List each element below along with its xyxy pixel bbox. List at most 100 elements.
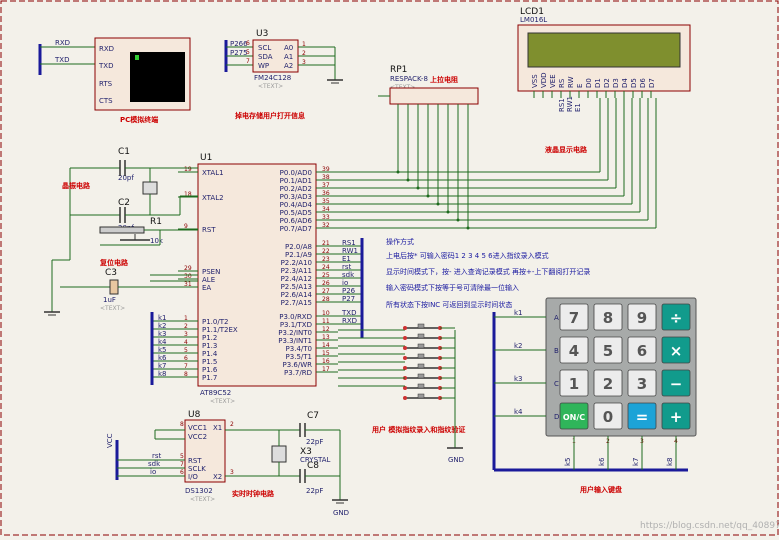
fingerprint-button[interactable]	[403, 343, 455, 350]
u1-pin-num: 7	[184, 363, 188, 370]
u1-pin-num: 13	[322, 334, 330, 341]
svg-text:3: 3	[302, 59, 306, 66]
u1-pin-label: EA	[202, 284, 211, 292]
oscillator-circuit[interactable]: C1 20pf C2 20pf 晶振电路	[62, 147, 198, 260]
svg-text:<TEXT>: <TEXT>	[258, 83, 283, 90]
keypad-col-net: k7	[632, 457, 640, 466]
svg-text:5: 5	[180, 453, 184, 460]
u1-pin-label: P2.6/A14	[281, 291, 313, 299]
svg-text:I/O: I/O	[188, 473, 198, 481]
keypad-key[interactable]: 8	[593, 303, 623, 331]
lcd-pin-label: RW	[567, 76, 575, 88]
svg-text:RW1: RW1	[566, 96, 574, 112]
fingerprint-button[interactable]	[403, 363, 455, 370]
reset-caption: 复位电路	[99, 258, 129, 267]
u1-pin-num: 12	[322, 326, 330, 333]
u3-eeprom[interactable]: P266 P275 6 5 7 U3 SCL SDA WP A0 A1 A2 1…	[224, 29, 343, 120]
keypad-key-label: 5	[603, 342, 613, 360]
u1-pin-num: 14	[322, 342, 330, 349]
svg-text:7: 7	[180, 461, 184, 468]
keypad-key[interactable]: 7	[559, 303, 589, 331]
keypad-key[interactable]: 6	[627, 336, 657, 364]
u1-pin-num: 17	[322, 366, 330, 373]
keypad-key[interactable]: =	[627, 402, 657, 430]
fingerprint-button[interactable]	[403, 333, 455, 340]
lcd-pin-label: VEE	[549, 74, 557, 88]
u1-pin-label: P3.3/INT1	[278, 337, 312, 345]
u1-pin-num: 26	[322, 280, 330, 287]
u1-ref: U1	[200, 153, 212, 163]
c3-ref: C3	[105, 268, 117, 278]
u3-body	[252, 39, 299, 73]
rp1-resistor-pack[interactable]: RP1 RESPACK-8 <TEXT> 上拉电阻	[378, 65, 479, 105]
keypad-key[interactable]: +	[661, 402, 691, 430]
keypad-key[interactable]: 9	[627, 303, 657, 331]
pc-terminal[interactable]: RXD TXD RXD TXD RTS CTS PC模拟终端	[38, 37, 191, 124]
keypad-key-label: −	[670, 375, 683, 393]
u3-net-p275: P275	[230, 49, 248, 57]
fingerprint-buttons[interactable]: 用户 模拟指纹录入和指纹验证 GND	[338, 323, 465, 464]
keypad-key[interactable]: ×	[661, 336, 691, 364]
svg-text:io: io	[150, 468, 156, 476]
keypad-row-label: A	[554, 314, 559, 322]
keypad-key[interactable]: 5	[593, 336, 623, 364]
u8-part: DS1302	[185, 487, 213, 495]
p1-net-label: k1	[158, 314, 167, 322]
p1-net-label: k2	[158, 322, 167, 330]
u1-pin-label: P2.2/A10	[281, 259, 312, 267]
c7-ref: C7	[307, 411, 319, 421]
lcd-ref: LCD1	[520, 7, 544, 17]
svg-text:SDA: SDA	[258, 53, 273, 61]
u1-pin-num: 35	[322, 198, 330, 205]
fingerprint-button[interactable]	[403, 383, 455, 390]
fingerprint-button[interactable]	[403, 353, 455, 360]
p2-net-label: sdk	[342, 271, 355, 279]
u1-pin-num: 10	[322, 310, 330, 317]
u1-pin-label: P1.6	[202, 366, 218, 374]
svg-text:X2: X2	[213, 473, 222, 481]
keypad-caption: 用户输入键盘	[580, 485, 622, 494]
lcd-pin-label: D1	[594, 78, 602, 88]
keypad-key-label: 7	[569, 309, 579, 327]
svg-text:SCL: SCL	[258, 44, 271, 52]
keypad-key-label: =	[636, 408, 649, 426]
u1-pin-num: 25	[322, 272, 330, 279]
p2-net-label: P27	[342, 295, 355, 303]
u1-pin-label: P2.0/A8	[285, 243, 312, 251]
svg-text:1uF: 1uF	[103, 296, 116, 304]
u1-pin-num: 6	[184, 355, 188, 362]
p2-net-label: RS1	[342, 239, 356, 247]
svg-text:<TEXT>: <TEXT>	[210, 398, 235, 405]
u1-pin-num: 38	[322, 174, 330, 181]
keypad-key[interactable]: ÷	[661, 303, 691, 331]
keypad-key[interactable]: −	[661, 369, 691, 397]
u1-pin-num: 11	[322, 318, 330, 325]
fingerprint-button[interactable]	[403, 323, 455, 330]
pc-txd-net: TXD	[54, 56, 69, 64]
u8-caption: 实时时钟电路	[232, 489, 275, 498]
svg-text:8: 8	[180, 421, 184, 428]
keypad-key[interactable]: ON/C	[559, 402, 589, 430]
keypad-key-label: 1	[569, 375, 579, 393]
svg-text:VCC1: VCC1	[188, 424, 207, 432]
keypad-key[interactable]: 3	[627, 369, 657, 397]
u1-pin-num: 34	[322, 206, 330, 213]
u8-ref: U8	[188, 410, 201, 420]
p2-net-label: io	[342, 279, 348, 287]
keypad-key[interactable]: 0	[593, 402, 623, 430]
keypad-key[interactable]: 4	[559, 336, 589, 364]
c1-ref: C1	[118, 147, 130, 157]
u8-rtc[interactable]: U8 VCC1 VCC2 RST SCLK I/O X1 X2 8 5 7 6 …	[106, 410, 349, 517]
u1-pin-num: 19	[184, 166, 192, 173]
fingerprint-button[interactable]	[403, 393, 455, 400]
keypad-key[interactable]: 1	[559, 369, 589, 397]
reset-circuit[interactable]: R1 10k 复位电路 C3 1uF <TEXT>	[44, 217, 198, 316]
r1-ref: R1	[150, 217, 162, 227]
fingerprint-button[interactable]	[403, 373, 455, 380]
keypad-key-label: 6	[637, 342, 647, 360]
keypad-key[interactable]: 2	[593, 369, 623, 397]
